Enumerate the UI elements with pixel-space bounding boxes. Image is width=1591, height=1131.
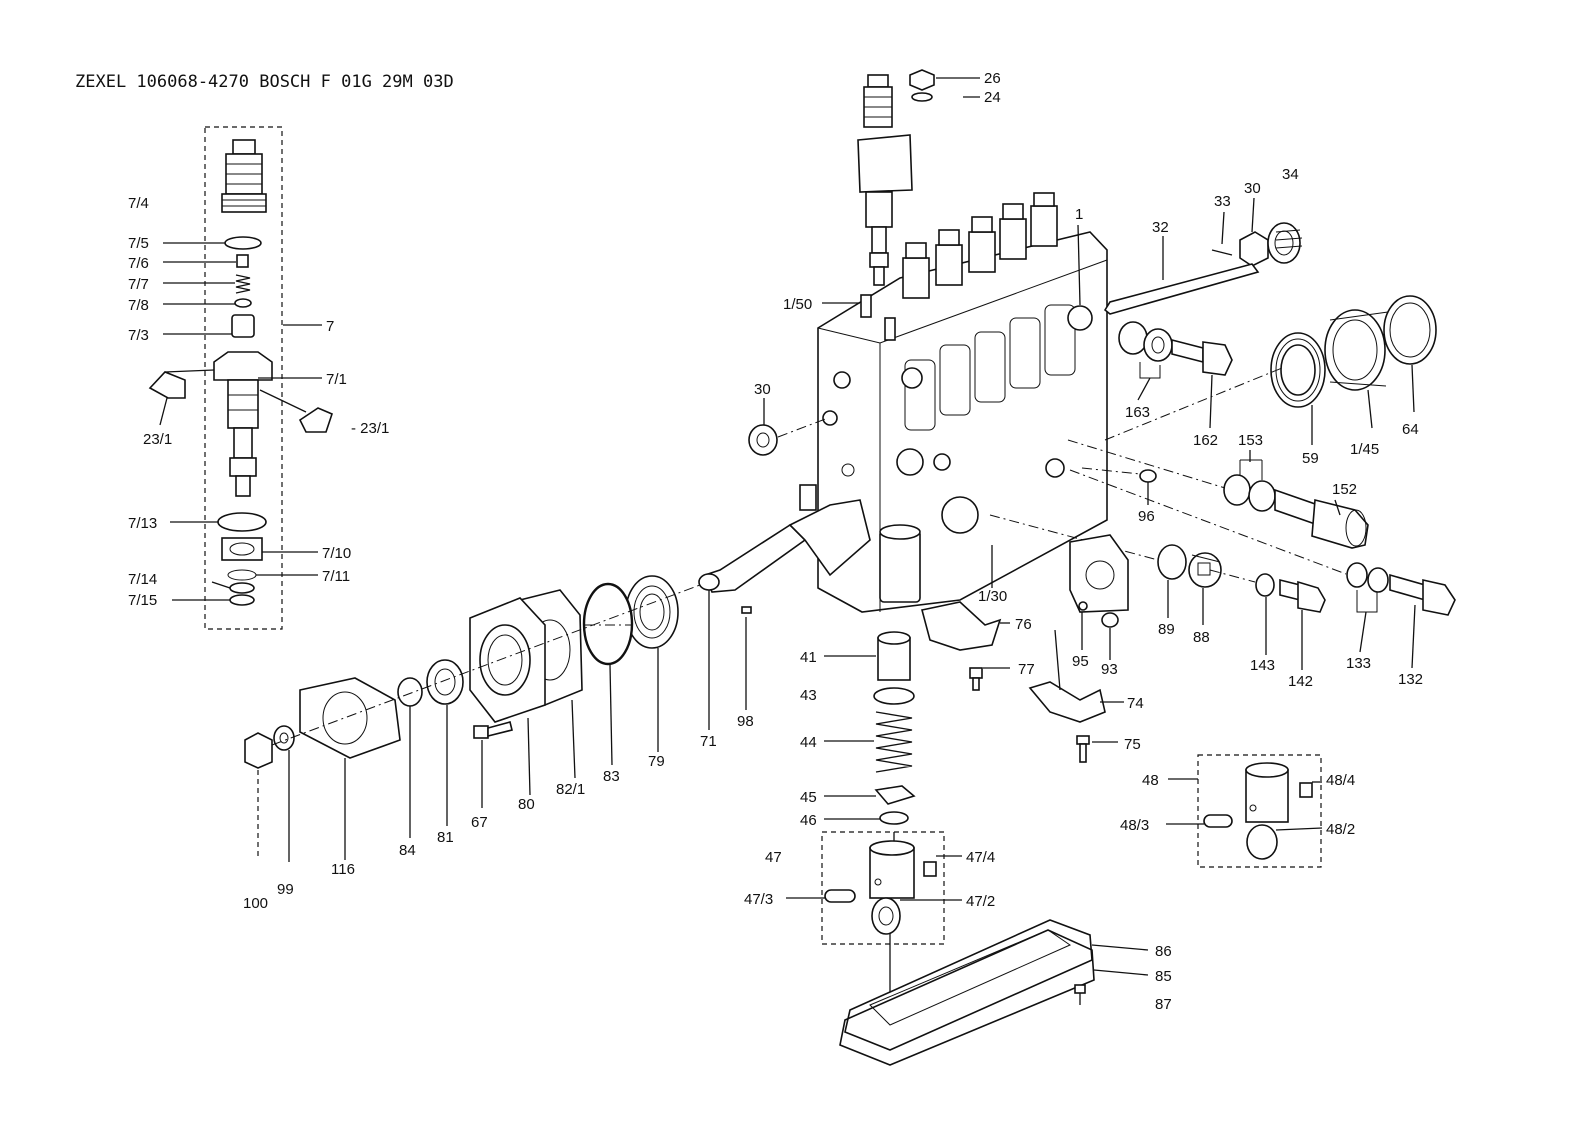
label-48-4: 48/4: [1326, 772, 1355, 789]
label-81: 81: [437, 829, 454, 846]
label-74: 74: [1127, 695, 1144, 712]
label-1: 1: [1075, 206, 1083, 223]
label-7-7: 7/7: [128, 276, 149, 293]
bracket-74: [1028, 534, 1129, 723]
label-46: 46: [800, 812, 817, 829]
label-83: 83: [603, 768, 620, 785]
label-7-6: 7/6: [128, 255, 149, 272]
label-7: 7: [326, 318, 334, 335]
label-143: 143: [1250, 657, 1275, 674]
label-88: 88: [1193, 629, 1210, 646]
label-1-30: 1/30: [978, 588, 1007, 605]
label-7-5: 7/5: [128, 235, 149, 252]
bearing-assembly: [1104, 295, 1437, 445]
label-1-50: 1/50: [783, 296, 812, 313]
plug-30: [748, 398, 829, 456]
label-7-4: 7/4: [128, 195, 149, 212]
upper-right-parts: [1077, 197, 1303, 315]
label-95: 95: [1072, 653, 1089, 670]
label-67: 67: [471, 814, 488, 831]
label-64: 64: [1402, 421, 1419, 438]
label-162: 162: [1193, 432, 1218, 449]
label-23-1-left: 23/1: [143, 431, 172, 448]
label-77: 77: [1018, 661, 1035, 678]
banjo-bolt-162: [1118, 321, 1233, 429]
screw-96: [1081, 467, 1157, 505]
label-23-1-right: - 23/1: [351, 420, 389, 437]
label-24: 24: [984, 89, 1001, 106]
label-34: 34: [1282, 166, 1299, 183]
label-75: 75: [1124, 736, 1141, 753]
label-133: 133: [1346, 655, 1371, 672]
label-89: 89: [1158, 621, 1175, 638]
label-100: 100: [243, 895, 268, 912]
cam-piece-76: [921, 601, 1010, 691]
label-47-3: 47/3: [744, 891, 773, 908]
label-44: 44: [800, 734, 817, 751]
label-7-10: 7/10: [322, 545, 351, 562]
bottom-cover-plate: [839, 919, 1149, 1066]
label-48-3: 48/3: [1120, 817, 1149, 834]
delivery-valve-assembly: [148, 126, 333, 630]
drive-end-parts: [244, 573, 752, 862]
label-152: 152: [1332, 481, 1357, 498]
label-82-1: 82/1: [556, 781, 585, 798]
label-48-2: 48/2: [1326, 821, 1355, 838]
central-tappet-stack: [824, 631, 916, 845]
label-48: 48: [1142, 772, 1159, 789]
plugs-88-89-142: [989, 514, 1326, 670]
label-76: 76: [1015, 616, 1032, 633]
label-43: 43: [800, 687, 817, 704]
label-41: 41: [800, 649, 817, 666]
part-labels: 26 24 34 33 30 32 1 1/50 30 163 162 59 1…: [128, 70, 1423, 1013]
label-7-14: 7/14: [128, 571, 157, 588]
roller-tappet-48: [1166, 754, 1323, 868]
top-fitting-assembly: [822, 69, 980, 341]
label-33: 33: [1214, 193, 1231, 210]
label-84: 84: [399, 842, 416, 859]
label-93: 93: [1101, 661, 1118, 678]
label-7-11: 7/11: [322, 568, 350, 585]
label-85: 85: [1155, 968, 1172, 985]
label-47: 47: [765, 849, 782, 866]
bolt-132: [1069, 469, 1456, 669]
label-47-4: 47/4: [966, 849, 995, 866]
screw-75: [1076, 735, 1118, 763]
label-30-left: 30: [754, 381, 771, 398]
label-32: 32: [1152, 219, 1169, 236]
label-7-15: 7/15: [128, 592, 157, 609]
label-47-2: 47/2: [966, 893, 995, 910]
label-7-8: 7/8: [128, 297, 149, 314]
fitting-152: [1067, 439, 1369, 549]
label-7-13: 7/13: [128, 515, 157, 532]
label-71: 71: [700, 733, 717, 750]
label-142: 142: [1288, 673, 1313, 690]
label-79: 79: [648, 753, 665, 770]
label-132: 132: [1398, 671, 1423, 688]
roller-tappet-47: [786, 831, 962, 995]
label-59: 59: [1302, 450, 1319, 467]
label-98: 98: [737, 713, 754, 730]
label-86: 86: [1155, 943, 1172, 960]
label-45: 45: [800, 789, 817, 806]
label-87: 87: [1155, 996, 1172, 1013]
label-7-1: 7/1: [326, 371, 347, 388]
label-26: 26: [984, 70, 1001, 87]
label-7-3: 7/3: [128, 327, 149, 344]
diagram-title: ZEXEL 106068-4270 BOSCH F 01G 29M 03D: [75, 72, 454, 92]
label-1-45: 1/45: [1350, 441, 1379, 458]
label-96: 96: [1138, 508, 1155, 525]
label-153: 153: [1238, 432, 1263, 449]
pump-housing: [703, 192, 1108, 613]
label-163: 163: [1125, 404, 1150, 421]
label-80: 80: [518, 796, 535, 813]
label-30-top: 30: [1244, 180, 1261, 197]
label-116: 116: [331, 861, 355, 878]
label-99: 99: [277, 881, 294, 898]
